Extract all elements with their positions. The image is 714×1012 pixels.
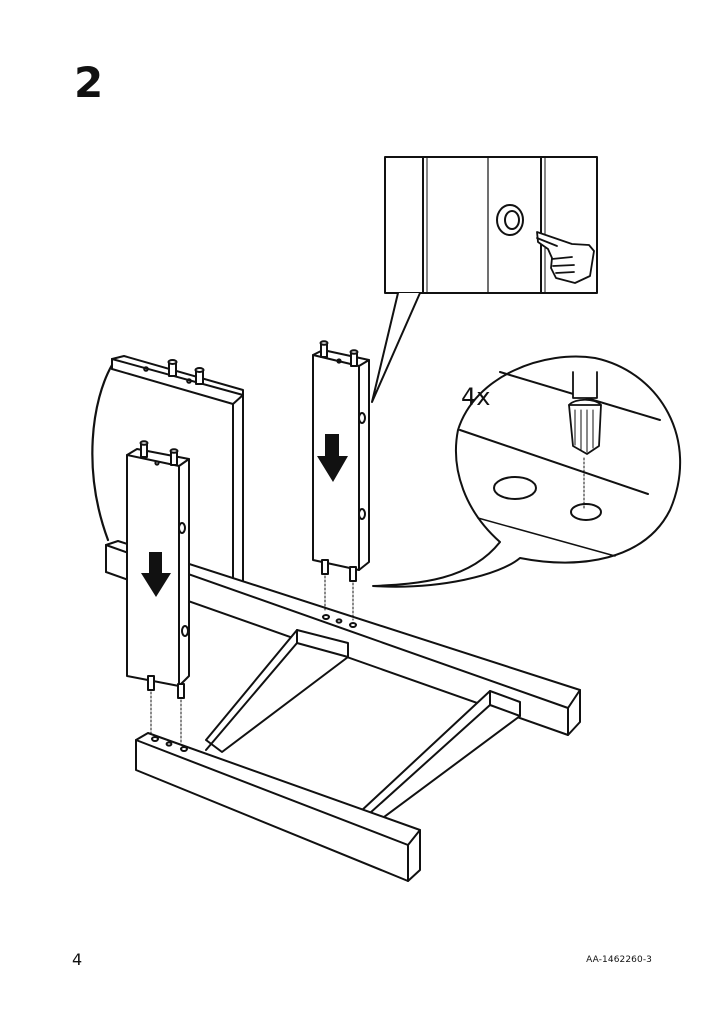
- page-number: 4: [72, 950, 83, 969]
- front-seat-rail: [135, 732, 421, 882]
- zoom-detail-circle: [372, 355, 681, 588]
- hand-pointing-icon: [536, 231, 595, 284]
- inset-detail-box: [371, 156, 598, 403]
- quantity-label: 4x: [461, 383, 490, 411]
- side-stretchers: [205, 629, 521, 823]
- document-code: AA-1462260-3: [586, 955, 652, 965]
- rear-seat-rail: [105, 540, 581, 736]
- leg-back-right: [312, 340, 370, 621]
- wooden-dowel-icon: [568, 371, 602, 455]
- down-arrow-icon: [141, 434, 348, 597]
- step-number: 2: [74, 58, 104, 107]
